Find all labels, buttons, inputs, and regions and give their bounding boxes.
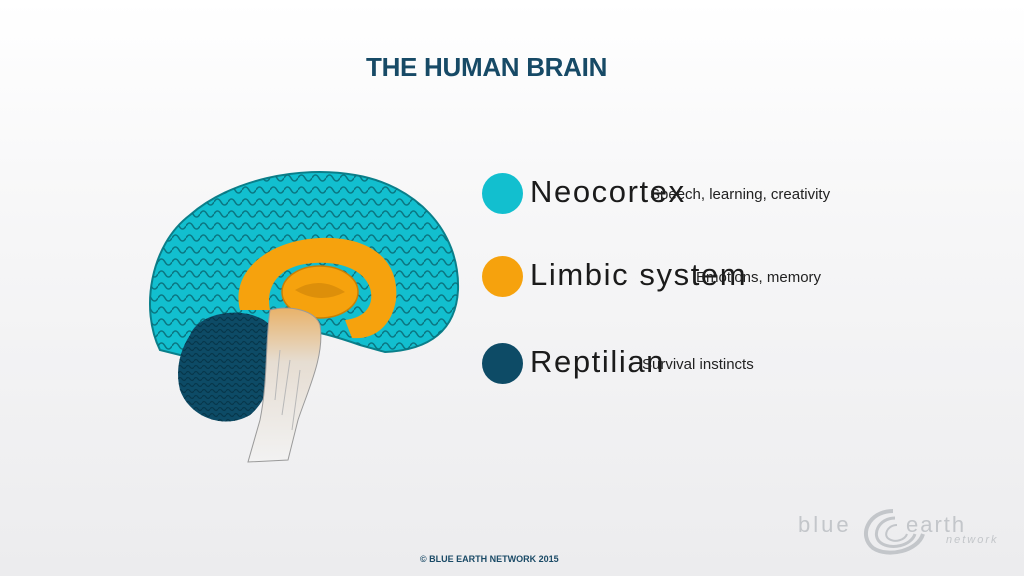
limbic-color-dot	[482, 256, 523, 297]
legend-description: Speech, learning, creativity	[650, 186, 831, 203]
legend-item-limbic-system: Limbic system Emotions, memory	[482, 256, 842, 298]
legend-description: Emotions, memory	[696, 269, 822, 286]
legend-description: Survival instincts	[642, 356, 754, 373]
legend-item-reptilian: Reptilian Survival instincts	[482, 343, 782, 385]
page-title: THE HUMAN BRAIN	[366, 52, 608, 82]
copyright-footer: © BLUE EARTH NETWORK 2015	[420, 554, 559, 564]
brain-illustration	[149, 170, 460, 463]
logo-word-earth: earth	[906, 512, 967, 537]
legend-name: Neocortex	[530, 174, 686, 209]
neocortex-color-dot	[482, 173, 523, 214]
logo-word-blue: blue	[798, 512, 852, 537]
legend-name: Limbic system	[530, 257, 748, 292]
reptilian-color-dot	[482, 343, 523, 384]
logo-word-network: network	[946, 534, 999, 546]
blue-earth-network-logo: blue earth network	[798, 506, 1003, 556]
legend-item-neocortex: Neocortex Speech, learning, creativity	[482, 173, 862, 215]
legend-name: Reptilian	[530, 344, 666, 379]
swirl-icon	[863, 509, 925, 555]
